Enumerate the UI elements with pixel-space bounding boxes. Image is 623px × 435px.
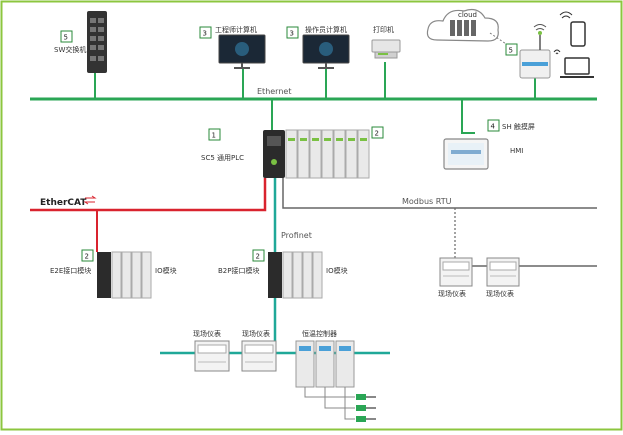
cpu-io-modules [285, 129, 370, 179]
svg-text:5: 5 [509, 47, 513, 55]
modbus-label: Modbus RTU [402, 197, 452, 206]
gateway-node: 5 [505, 24, 551, 79]
profinet-coupler-node: 2 B2P接口模块 IO模块 [218, 249, 348, 299]
svg-text:5: 5 [64, 34, 68, 42]
profinet-coupler-label: B2P接口模块 [218, 266, 259, 275]
field-instrument-1: 现场仪表 [193, 329, 230, 372]
cpu-label: SC5 通用PLC [201, 153, 244, 162]
plc-cpu-node: 1 SC5 通用PLC 2 [201, 126, 384, 179]
temperature-controller-node: 恒温控制器 [295, 329, 376, 422]
ethernet-label: Ethernet [257, 87, 291, 96]
operator-pc-badge [286, 26, 299, 39]
svg-text:3: 3 [203, 30, 207, 38]
svg-text:现场仪表: 现场仪表 [193, 329, 221, 338]
ethercat-io-label: IO模块 [155, 266, 177, 275]
ethernet-network: Ethernet [30, 62, 597, 134]
svg-text:1: 1 [212, 132, 216, 140]
engineer-pc-badge [199, 26, 212, 39]
field-instrument-3: 现场仪表 [438, 257, 473, 298]
switch-label: SW交换机 [54, 45, 86, 54]
cpu-io-badge [371, 126, 384, 139]
svg-text:2: 2 [85, 253, 89, 261]
printer-label: 打印机 [373, 25, 394, 34]
ethercat-coupler-node: 2 E2E接口模块 IO模块 [50, 249, 177, 299]
ethercat-network: EtherCAT [30, 178, 267, 252]
printer-node: 打印机 [371, 25, 401, 59]
svg-text:现场仪表: 现场仪表 [486, 289, 514, 298]
laptop-icon [564, 57, 590, 75]
svg-text:恒温控制器: 恒温控制器 [302, 329, 337, 338]
svg-text:4: 4 [491, 123, 496, 131]
operator-pc-node: 3 操作员计算机 [286, 25, 350, 69]
switch-node: 5 SW交换机 [54, 11, 107, 73]
svg-text:2: 2 [375, 130, 379, 138]
phone-icon [570, 21, 586, 47]
ethercat-coupler-badge [81, 249, 94, 262]
svg-text:现场仪表: 现场仪表 [438, 289, 466, 298]
hmi-sublabel: HMI [510, 147, 523, 155]
svg-text:3: 3 [290, 30, 294, 38]
hmi-badge [487, 119, 500, 132]
ethercat-coupler-label: E2E接口模块 [50, 266, 91, 275]
field-instrument-4: 现场仪表 [486, 257, 520, 298]
svg-text:现场仪表: 现场仪表 [242, 329, 270, 338]
profinet-label: Profinet [281, 231, 312, 240]
cloud-node: cloud [426, 8, 513, 49]
svg-text:2: 2 [256, 253, 260, 261]
profinet-io-label: IO模块 [326, 266, 348, 275]
engineer-pc-label: 工程师计算机 [215, 25, 257, 34]
cloud-label: cloud [458, 11, 477, 19]
hmi-node: 4 SH 触摸屏 HMI [443, 119, 535, 170]
mobile-devices [553, 11, 594, 78]
profinet-coupler-badge [252, 249, 265, 262]
ethercat-label: EtherCAT [40, 198, 87, 208]
operator-pc-label: 操作员计算机 [305, 25, 347, 34]
cpu-badge [208, 128, 221, 141]
engineer-pc-node: 3 工程师计算机 [199, 25, 266, 69]
hmi-label: SH 触摸屏 [502, 122, 535, 131]
field-instrument-2: 现场仪表 [241, 329, 277, 372]
sensor-probes [356, 394, 376, 422]
gateway-badge [505, 43, 518, 56]
switch-badge [60, 30, 73, 43]
